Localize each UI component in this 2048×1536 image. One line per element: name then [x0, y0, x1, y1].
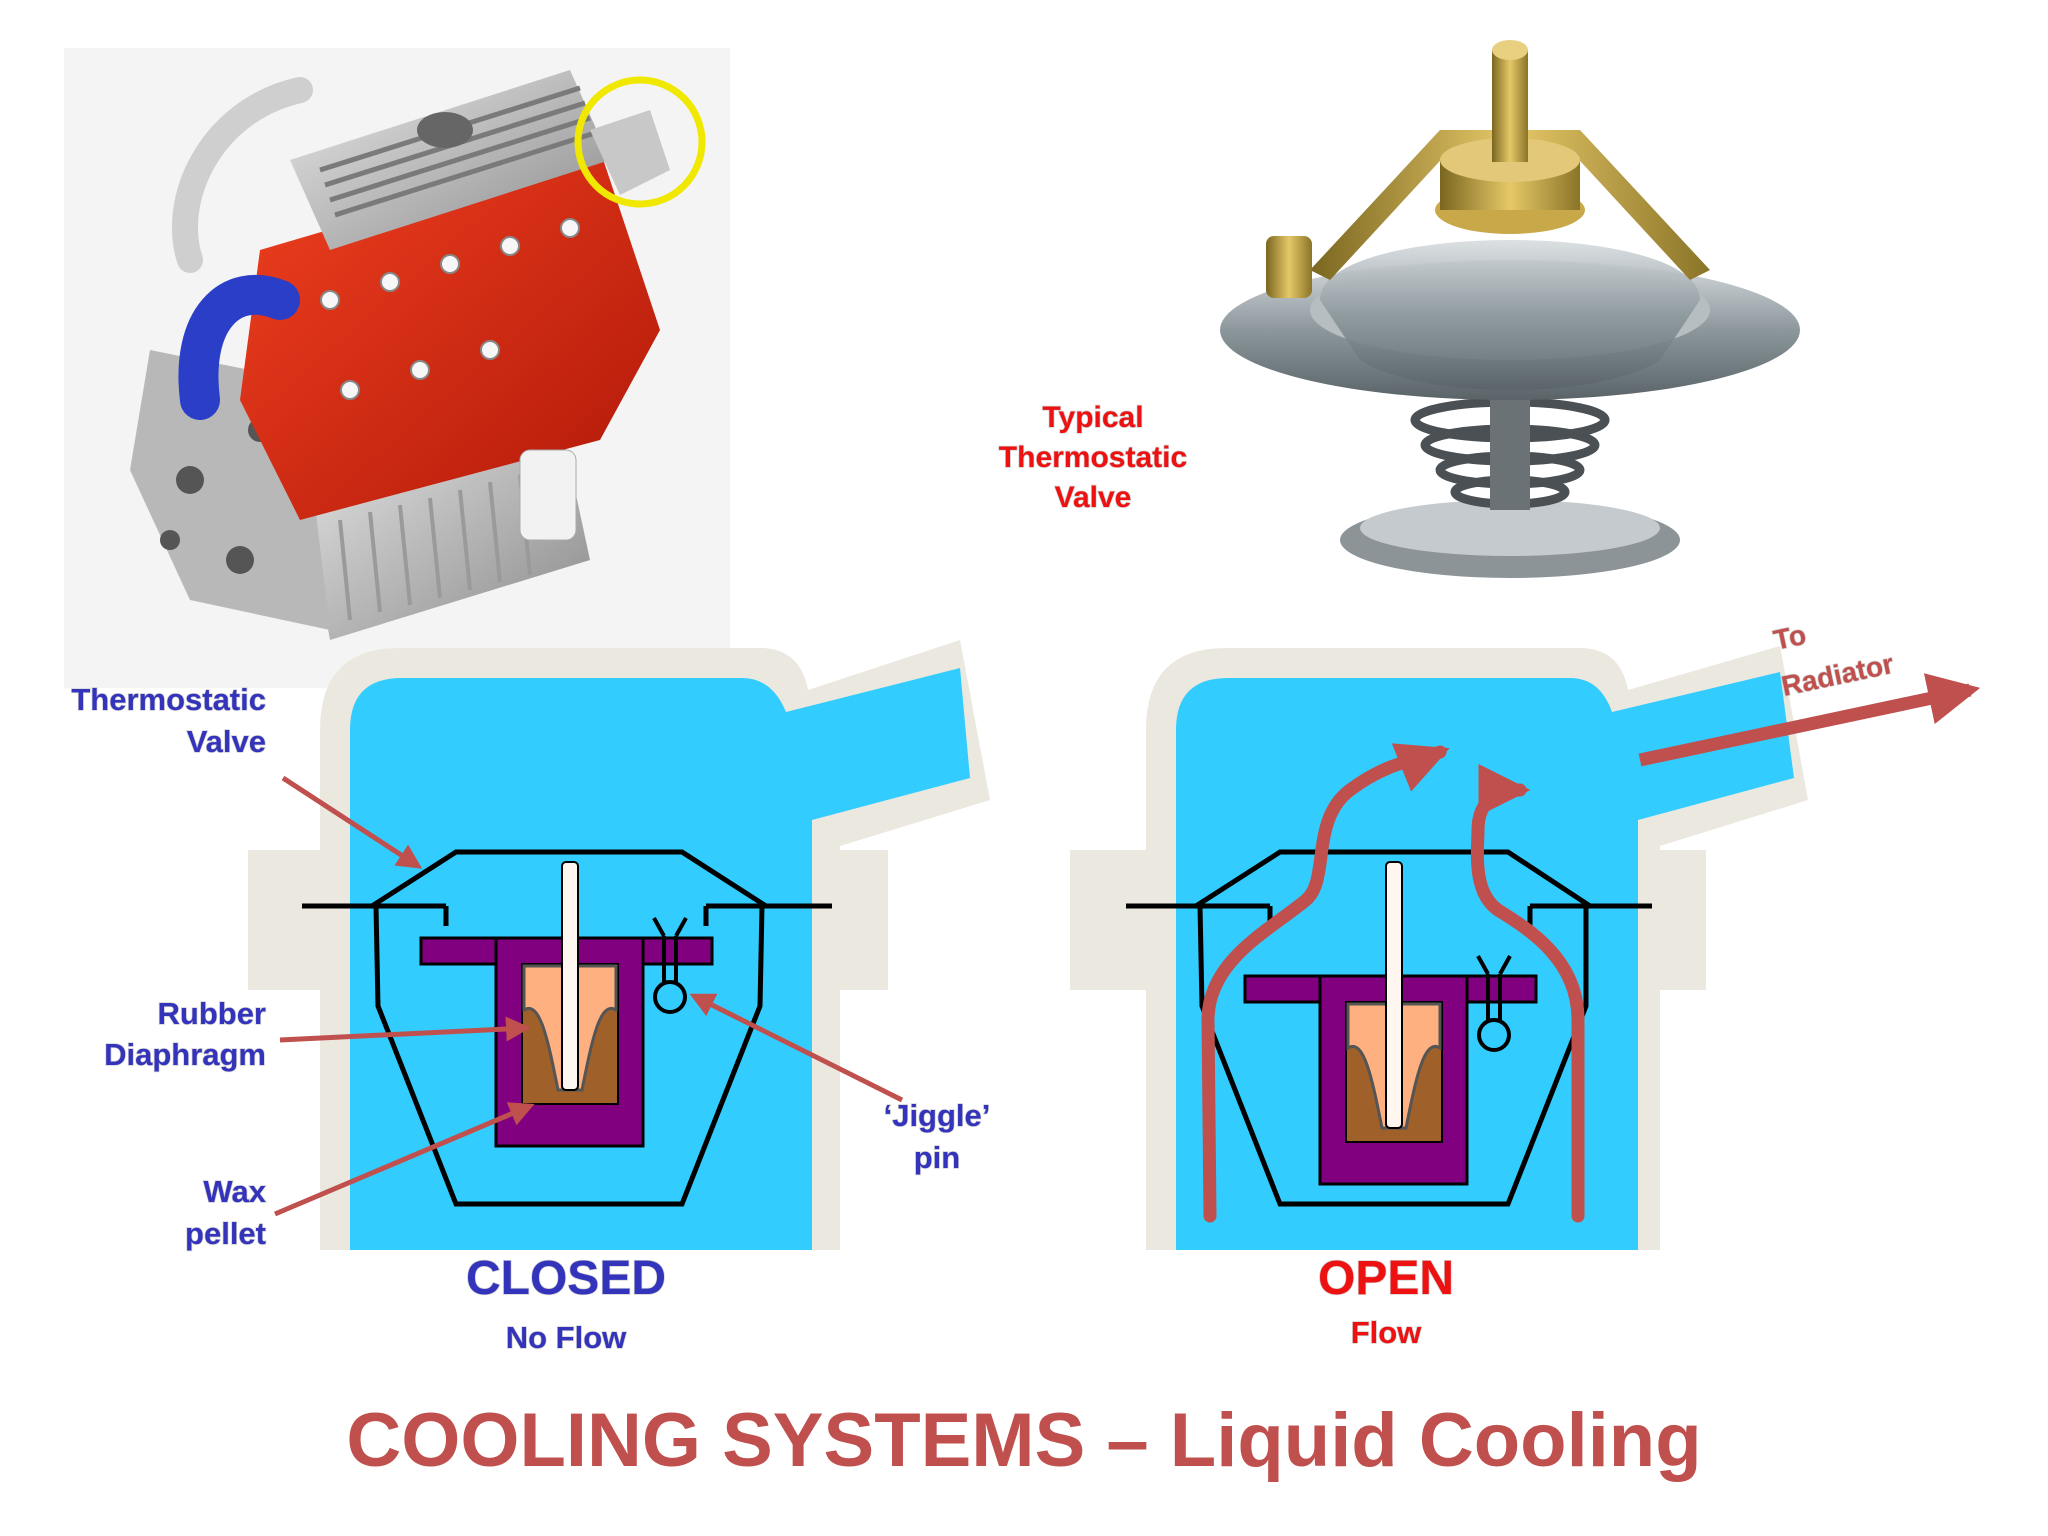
open-valve-diagram [1070, 646, 1808, 1250]
closed-valve-diagram [248, 640, 990, 1250]
thermostat-location-highlight [574, 76, 706, 208]
open-flow-label: Flow [1351, 1315, 1422, 1350]
diaphragm-label-line-1: Rubber [158, 996, 267, 1031]
jiggle-label-line-1: ‘Jiggle’ [884, 1098, 991, 1133]
thermostat-caption-line-3: Valve [1055, 481, 1132, 514]
flow-arrow-right [1470, 764, 1585, 1223]
thermostat-caption-line-1: Typical [1042, 401, 1143, 434]
thermostat-caption-line-2: Thermostatic [999, 441, 1187, 474]
radiator-label-line-2: Radiator [1779, 648, 1897, 702]
jiggle-pointer-arrow [689, 993, 904, 1103]
diaphragm-label-line-2: Diaphragm [104, 1037, 266, 1072]
wax-label-line-1: Wax [203, 1174, 266, 1209]
diaphragm-pointer-arrow [279, 1016, 531, 1043]
closed-flow-label: No Flow [506, 1320, 627, 1355]
closed-state-label: CLOSED [466, 1252, 666, 1305]
wax-label-line-2: pellet [185, 1216, 266, 1251]
page-title: COOLING SYSTEMS – Liquid Cooling [346, 1398, 1701, 1483]
engine-photo [64, 48, 730, 688]
valve-pointer-arrow [281, 775, 423, 869]
radiator-label-line-1: To [1771, 619, 1809, 656]
open-state-label: OPEN [1318, 1252, 1454, 1305]
flow-arrow-left [1201, 743, 1450, 1223]
valve-label-line-2: Valve [187, 724, 266, 759]
jiggle-label-line-2: pin [914, 1140, 961, 1175]
valve-label-line-1: Thermostatic [71, 682, 266, 717]
wax-pointer-arrow [274, 1102, 535, 1217]
radiator-flow-arrow [1638, 673, 1981, 767]
thermostat-photo [1220, 40, 1800, 578]
